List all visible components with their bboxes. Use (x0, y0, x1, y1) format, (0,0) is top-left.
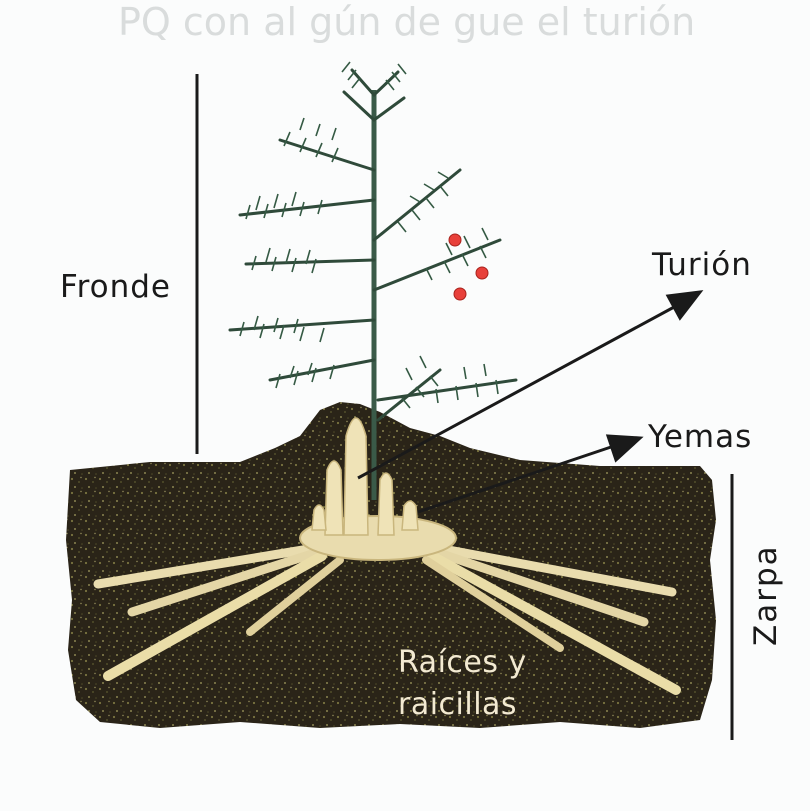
zarpa-label: Zarpa (751, 544, 782, 646)
turion-label: Turión (652, 250, 752, 281)
yemas-label: Yemas (648, 422, 752, 453)
roots-label-line1: Raíces y (398, 642, 527, 684)
roots-label: Raíces y raicillas (398, 642, 527, 726)
fronde-label: Fronde (60, 272, 171, 303)
roots-label-line2: raicillas (398, 684, 527, 726)
zarpa-label-wrap: Zarpa (751, 646, 791, 756)
